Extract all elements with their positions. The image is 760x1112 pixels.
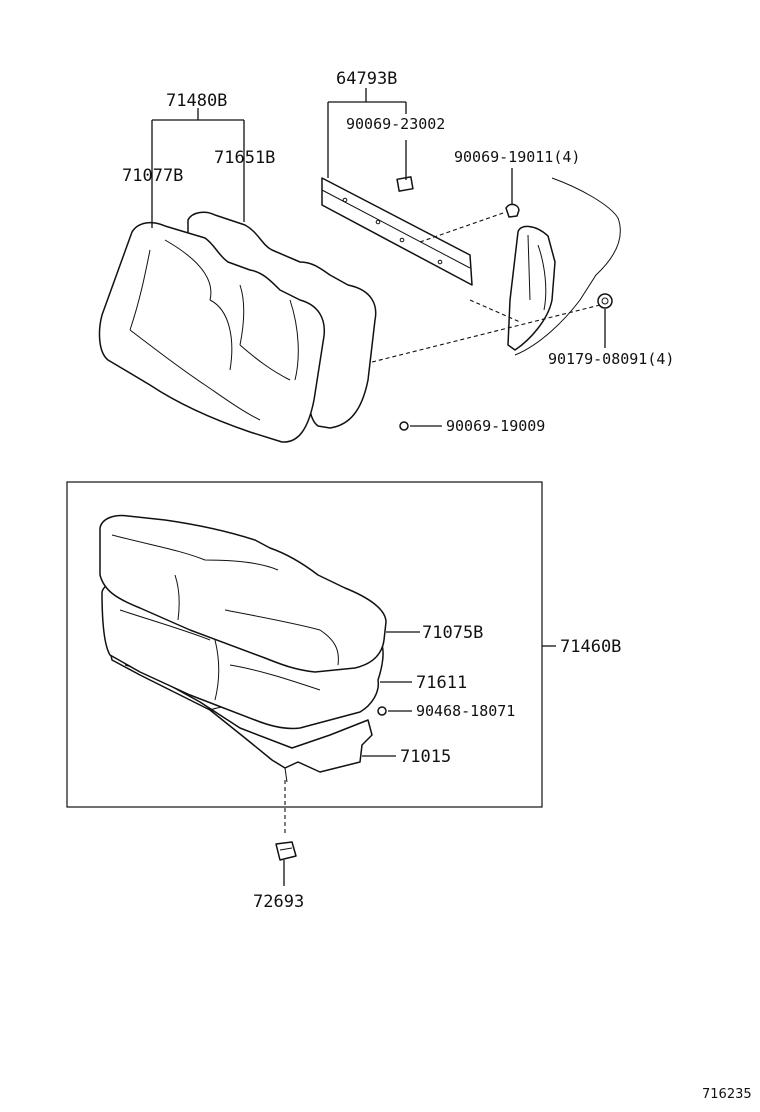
label-71611: 71611: [416, 673, 467, 693]
alignment-line-upper: [419, 211, 507, 243]
leader-64793B: [327, 88, 407, 180]
label-90179-08091: 90179-08091(4): [548, 350, 674, 368]
label-90069-19009: 90069-19009: [446, 417, 545, 435]
label-64793B: 64793B: [336, 69, 397, 89]
cushion-frame: [107, 641, 373, 773]
seatback-detail-right: [204, 284, 299, 421]
cushion-assembly: [99, 514, 387, 783]
label-71651B: 71651B: [214, 148, 275, 168]
hook-part: [275, 841, 297, 861]
seatback-cover: [98, 221, 326, 443]
label-71075B: 71075B: [422, 623, 483, 643]
seatback-bracket: [321, 177, 473, 286]
cushion-cover: [99, 514, 387, 673]
label-72693: 72693: [253, 892, 304, 912]
alignment-line-middle: [469, 299, 521, 323]
side-trim-panel: [507, 177, 621, 356]
label-71480B: 71480B: [166, 91, 227, 111]
grommet: [597, 293, 613, 309]
label-90069-19011: 90069-19011(4): [454, 148, 580, 166]
seatback-assembly: [98, 211, 377, 443]
label-71460B: 71460B: [560, 637, 621, 657]
label-71015: 71015: [400, 747, 451, 767]
seatback-detail-left: [129, 239, 233, 386]
leader-71480B: [151, 108, 245, 228]
screw: [377, 706, 387, 716]
label-71077B: 71077B: [122, 166, 183, 186]
label-90069-23002: 90069-23002: [346, 115, 445, 133]
reference-number: 716235: [702, 1087, 752, 1102]
clip-nut: [505, 203, 520, 218]
small-clip: [399, 421, 409, 431]
label-90468-18071: 90468-18071: [416, 702, 515, 720]
small-plate: [396, 176, 414, 192]
cushion-assembly-box: [66, 481, 543, 808]
